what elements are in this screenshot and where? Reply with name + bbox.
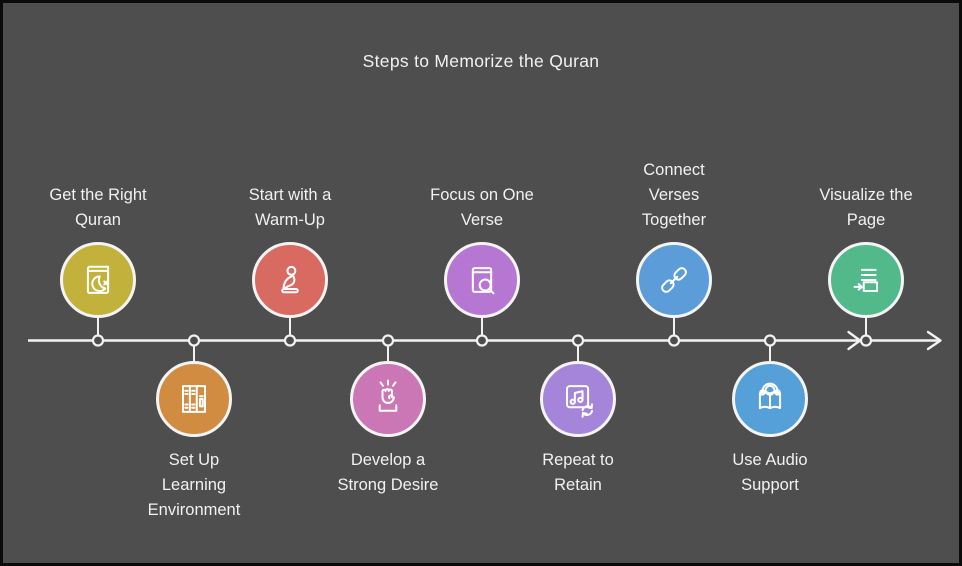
step-label-repeat-retain: Repeat to Retain [542, 451, 614, 494]
connector-line [96, 318, 100, 341]
step-circle-warm-up [252, 242, 328, 318]
step-label-visualize-page: Visualize the Page [819, 186, 913, 229]
step-circle-visualize-page [828, 242, 904, 318]
step-get-right-quran: Get the Right Quran [13, 123, 183, 341]
meditating-person-icon [281, 265, 299, 294]
step-circle-strong-desire [350, 361, 426, 437]
fist-icon [378, 379, 398, 412]
connector-line [192, 340, 196, 361]
step-warm-up: Start with a Warm-Up [205, 123, 375, 341]
step-setup-environment: Set Up Learning Environment [109, 340, 279, 523]
step-focus-one-verse: Focus on One Verse [397, 123, 567, 341]
step-circle-setup-environment [156, 361, 232, 437]
step-label-focus-one-verse: Focus on One Verse [430, 186, 534, 229]
step-label-setup-environment: Set Up Learning Environment [147, 451, 241, 519]
step-audio-support: Use Audio Support [685, 340, 855, 498]
step-label-connect-verses: Connect Verses Together [641, 161, 707, 229]
list-arrow-icon [853, 268, 879, 293]
step-circle-audio-support [732, 361, 808, 437]
connector-line [768, 340, 772, 361]
bookshelf-icon [181, 385, 207, 413]
step-repeat-retain: Repeat to Retain [493, 340, 663, 498]
book-magnifier-icon [471, 267, 495, 295]
step-circle-connect-verses [636, 242, 712, 318]
connector-line [864, 318, 868, 341]
connector-line [288, 318, 292, 341]
step-label-strong-desire: Develop a Strong Desire [337, 451, 439, 494]
connector-line [386, 340, 390, 361]
connector-line [480, 318, 484, 341]
step-circle-repeat-retain [540, 361, 616, 437]
chain-link-icon [661, 267, 687, 293]
step-circle-focus-one-verse [444, 242, 520, 318]
connector-line [576, 340, 580, 361]
step-visualize-page: Visualize the Page [781, 123, 951, 341]
step-connect-verses: Connect Verses Together [589, 123, 759, 341]
book-headphones-icon [758, 382, 782, 410]
step-label-warm-up: Start with a Warm-Up [248, 186, 332, 229]
quran-book-icon [86, 265, 110, 294]
step-label-audio-support: Use Audio Support [732, 451, 808, 494]
connector-line [672, 318, 676, 341]
step-strong-desire: Develop a Strong Desire [303, 340, 473, 498]
step-label-get-right-quran: Get the Right Quran [49, 186, 147, 229]
music-repeat-icon [565, 385, 594, 418]
page-title: Steps to Memorize the Quran [362, 51, 600, 71]
step-circle-get-right-quran [60, 242, 136, 318]
